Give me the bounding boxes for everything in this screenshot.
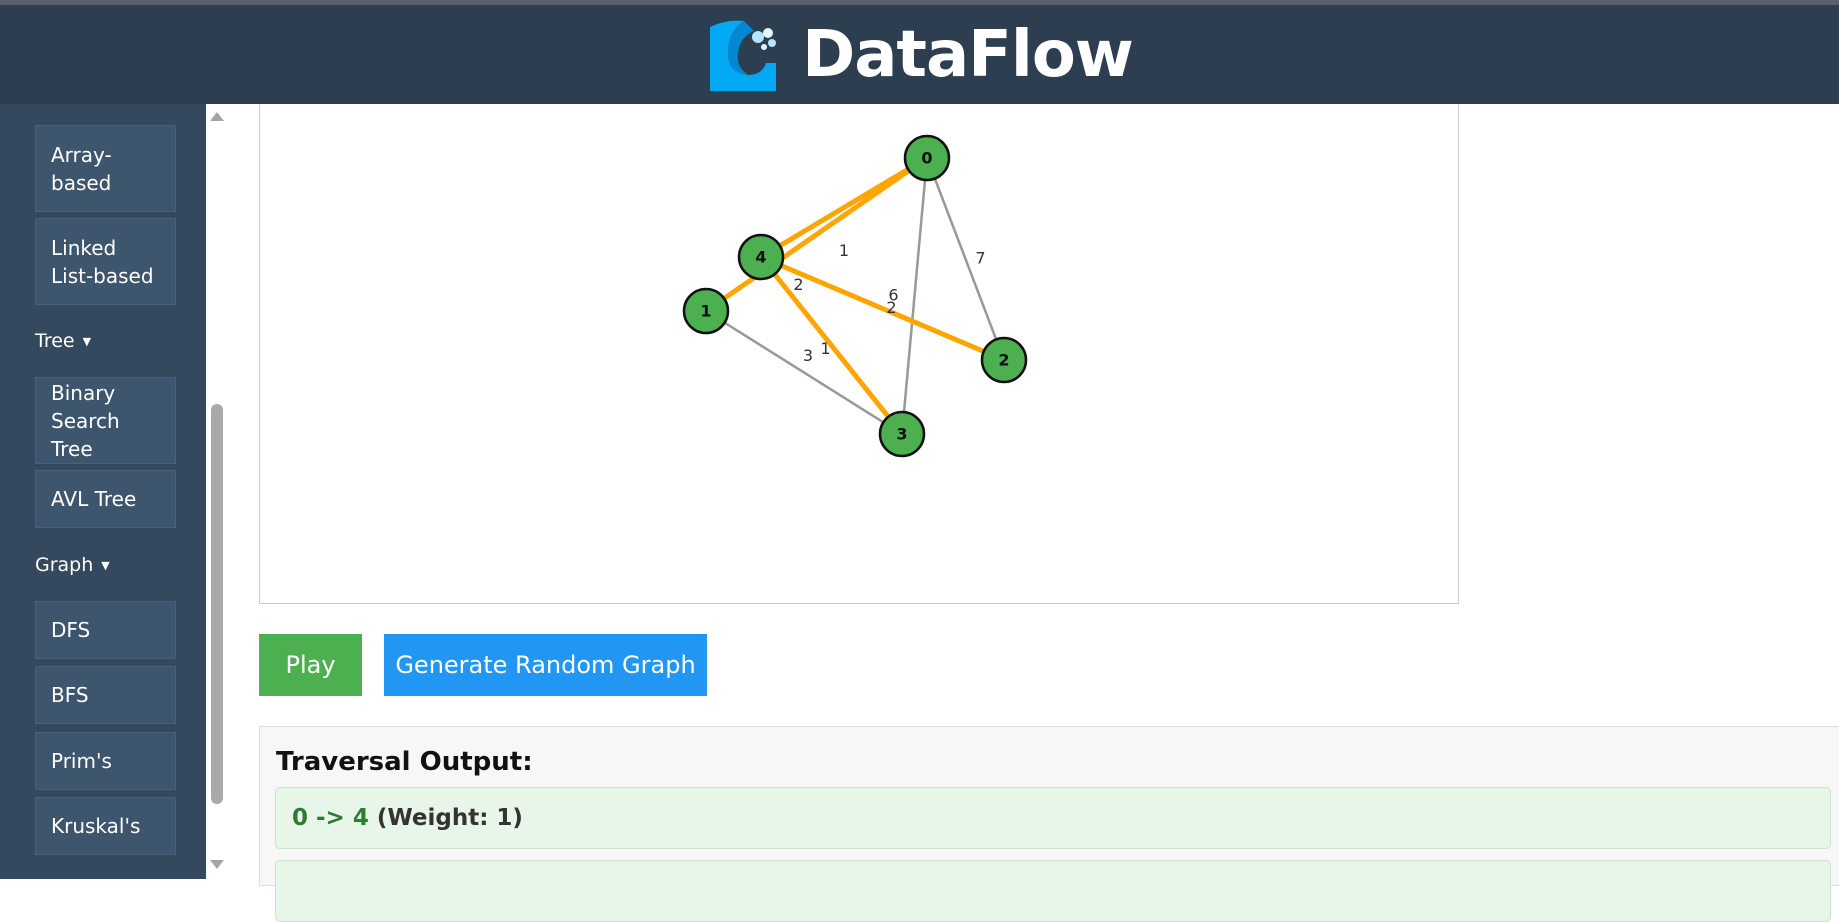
sidebar-item-label: Binary Search Tree (51, 380, 120, 461)
graph-node-circle (682, 287, 730, 335)
graph-node-3[interactable]: 3 (878, 410, 926, 458)
sidebar-item-array-based[interactable]: Array-based (35, 125, 176, 212)
scrollbar-thumb[interactable] (211, 404, 223, 804)
caret-down-icon: ▼ (101, 558, 110, 572)
graph-edge-4-2 (760, 254, 1005, 363)
sidebar-item-binary-search-tree[interactable]: Binary Search Tree (35, 377, 176, 464)
graph-node-label: 0 (921, 149, 932, 168)
sidebar-item-kruskals[interactable]: Kruskal's (35, 797, 176, 855)
graph-node-label: 3 (896, 425, 907, 444)
sidebar-item-bfs[interactable]: BFS (35, 666, 176, 724)
app-title: DataFlow (802, 17, 1134, 92)
graph-edge-0-3 (900, 157, 929, 435)
traversal-output-panel: Traversal Output: 0 -> 4 (Weight: 1) (259, 726, 1839, 922)
window-top-border (0, 0, 1839, 5)
graph-edge-0-2 (925, 157, 1006, 361)
graph-edge-1-3 (705, 309, 903, 436)
app-header: DataFlow (0, 5, 1839, 104)
graph-node-1[interactable]: 1 (682, 287, 730, 335)
traversal-output-title: Traversal Output: (276, 747, 533, 777)
sidebar-scrollbar[interactable] (206, 104, 228, 879)
graph-node-circle (878, 410, 926, 458)
graph-node-label: 4 (755, 248, 766, 267)
output-weight: (Weight: 1) (376, 805, 523, 831)
graph-node-0[interactable]: 0 (903, 134, 951, 182)
graph-edge-weight-label: 3 (803, 346, 813, 365)
graph-edge-weight-label: 1 (820, 339, 830, 358)
graph-edge-weight-label: 6 (888, 286, 898, 305)
graph-edge-weight-label: 2 (886, 298, 896, 317)
sidebar-section-label: Graph (35, 554, 94, 576)
play-button[interactable]: Play (259, 634, 362, 696)
output-row-partial (275, 860, 1831, 922)
sidebar-item-label: AVL Tree (51, 487, 137, 511)
sidebar-item-linked-list-based[interactable]: Linked List-based (35, 218, 176, 305)
graph-edge-weight-label: 1 (839, 241, 849, 260)
sidebar-item-dfs[interactable]: DFS (35, 601, 176, 659)
sidebar-section-label: Tree (35, 330, 75, 352)
brand: DataFlow (706, 17, 1134, 92)
scroll-up-arrow-icon[interactable] (210, 112, 224, 121)
graph-node-circle (737, 233, 785, 281)
sidebar-item-label: Kruskal's (51, 814, 141, 838)
scroll-down-arrow-icon[interactable] (210, 860, 224, 869)
graph-node-2[interactable]: 2 (980, 336, 1028, 384)
graph-edge-weight-label: 7 (975, 249, 985, 268)
sidebar-item-label: Array-based (51, 142, 112, 195)
graph-node-circle (903, 134, 951, 182)
sidebar: Array-based Linked List-based Tree ▼ Bin… (0, 104, 206, 879)
sidebar-item-label: Linked List-based (51, 235, 154, 288)
generate-random-graph-button[interactable]: Generate Random Graph (384, 634, 707, 696)
graph-node-4[interactable]: 4 (737, 233, 785, 281)
sidebar-item-label: Prim's (51, 749, 112, 773)
sidebar-item-label: DFS (51, 618, 91, 642)
graph-edge-weight-label: 2 (793, 275, 803, 294)
output-row: 0 -> 4 (Weight: 1) (275, 787, 1831, 849)
graph-node-label: 2 (998, 351, 1009, 370)
sidebar-item-avl-tree[interactable]: AVL Tree (35, 470, 176, 528)
graph-node-label: 1 (700, 302, 711, 321)
caret-down-icon: ▼ (82, 334, 92, 348)
dataflow-logo-icon (710, 20, 777, 91)
sidebar-section-graph[interactable]: Graph ▼ (35, 554, 110, 576)
graph-node-circle (980, 336, 1028, 384)
graph-edge-4-3 (759, 255, 904, 436)
graph-edge-0-1 (704, 155, 929, 314)
sidebar-item-prims[interactable]: Prim's (35, 732, 176, 790)
sidebar-item-label: BFS (51, 683, 89, 707)
sidebar-section-tree[interactable]: Tree ▼ (35, 330, 91, 352)
output-edge: 0 -> 4 (292, 805, 369, 831)
